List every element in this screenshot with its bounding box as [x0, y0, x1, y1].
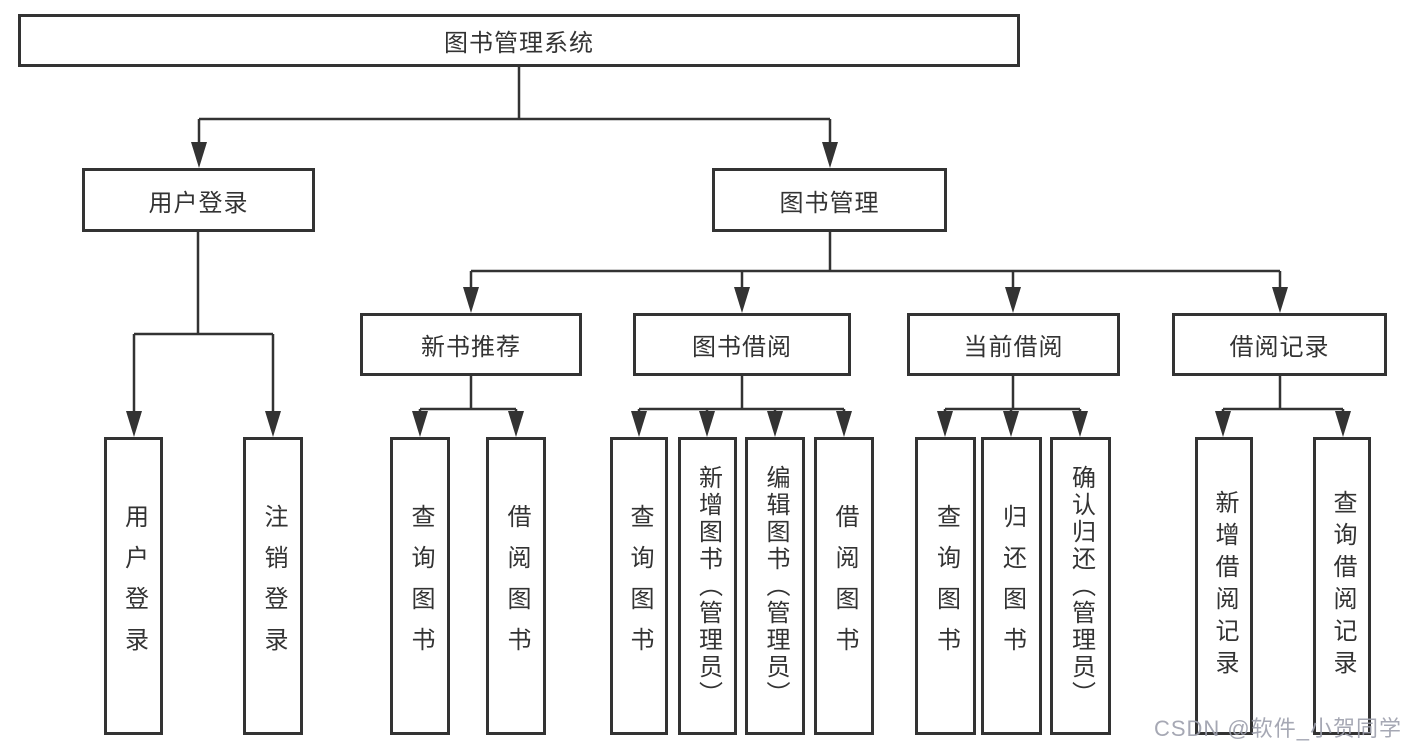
node-book-management-label: 图书管理 — [779, 189, 880, 217]
leaf-user-login-label: 用户登录 — [120, 504, 148, 668]
leaf-confirm-return-admin-label: 确认归还（管理员） — [1067, 464, 1095, 708]
leaf-query-books-3-label: 查询图书 — [932, 504, 960, 668]
leaf-logout: 注销登录 — [243, 437, 303, 735]
node-book-management: 图书管理 — [712, 168, 947, 232]
leaf-user-login: 用户登录 — [104, 437, 163, 735]
leaf-add-borrow-record: 新增借阅记录 — [1195, 437, 1253, 735]
node-current-borrowing-label: 当前借阅 — [963, 334, 1064, 361]
node-user-login: 用户登录 — [82, 168, 315, 232]
leaf-add-borrow-record-label: 新增借阅记录 — [1211, 490, 1238, 682]
leaf-query-books-2-label: 查询图书 — [626, 504, 653, 668]
leaf-query-books-2: 查询图书 — [610, 437, 668, 735]
node-borrowing-records-label: 借阅记录 — [1229, 334, 1330, 361]
leaf-return-books-label: 归还图书 — [998, 504, 1026, 668]
leaf-confirm-return-admin: 确认归还（管理员） — [1050, 437, 1111, 735]
leaf-query-books-3: 查询图书 — [915, 437, 976, 735]
leaf-add-books-admin: 新增图书（管理员） — [678, 437, 737, 735]
leaf-borrow-books-2-label: 借阅图书 — [831, 504, 858, 668]
leaf-query-borrow-record-label: 查询借阅记录 — [1329, 490, 1356, 682]
leaf-borrow-books-1: 借阅图书 — [486, 437, 546, 735]
leaf-query-borrow-record: 查询借阅记录 — [1313, 437, 1371, 735]
leaf-add-books-admin-label: 新增图书（管理员） — [694, 464, 722, 708]
csdn-watermark: CSDN @软件_小贺同学 — [1153, 716, 1402, 741]
node-new-book-recommend: 新书推荐 — [360, 313, 582, 376]
node-user-login-label: 用户登录 — [148, 189, 249, 217]
node-new-book-recommend-label: 新书推荐 — [421, 334, 521, 361]
leaf-query-books-1-label: 查询图书 — [407, 504, 434, 668]
leaf-edit-books-admin: 编辑图书（管理员） — [745, 437, 805, 735]
node-book-borrowing-label: 图书借阅 — [692, 334, 792, 361]
leaf-borrow-books-2: 借阅图书 — [814, 437, 874, 735]
node-current-borrowing: 当前借阅 — [907, 313, 1120, 376]
leaf-return-books: 归还图书 — [981, 437, 1042, 735]
node-book-borrowing: 图书借阅 — [633, 313, 851, 376]
node-borrowing-records: 借阅记录 — [1172, 313, 1387, 376]
node-root-label: 图书管理系统 — [444, 30, 594, 57]
leaf-logout-label: 注销登录 — [260, 504, 287, 668]
leaf-borrow-books-1-label: 借阅图书 — [503, 504, 530, 668]
node-root: 图书管理系统 — [18, 14, 1020, 67]
arrowheads — [126, 142, 1351, 437]
leaf-query-books-1: 查询图书 — [390, 437, 450, 735]
leaf-edit-books-admin-label: 编辑图书（管理员） — [762, 464, 789, 708]
